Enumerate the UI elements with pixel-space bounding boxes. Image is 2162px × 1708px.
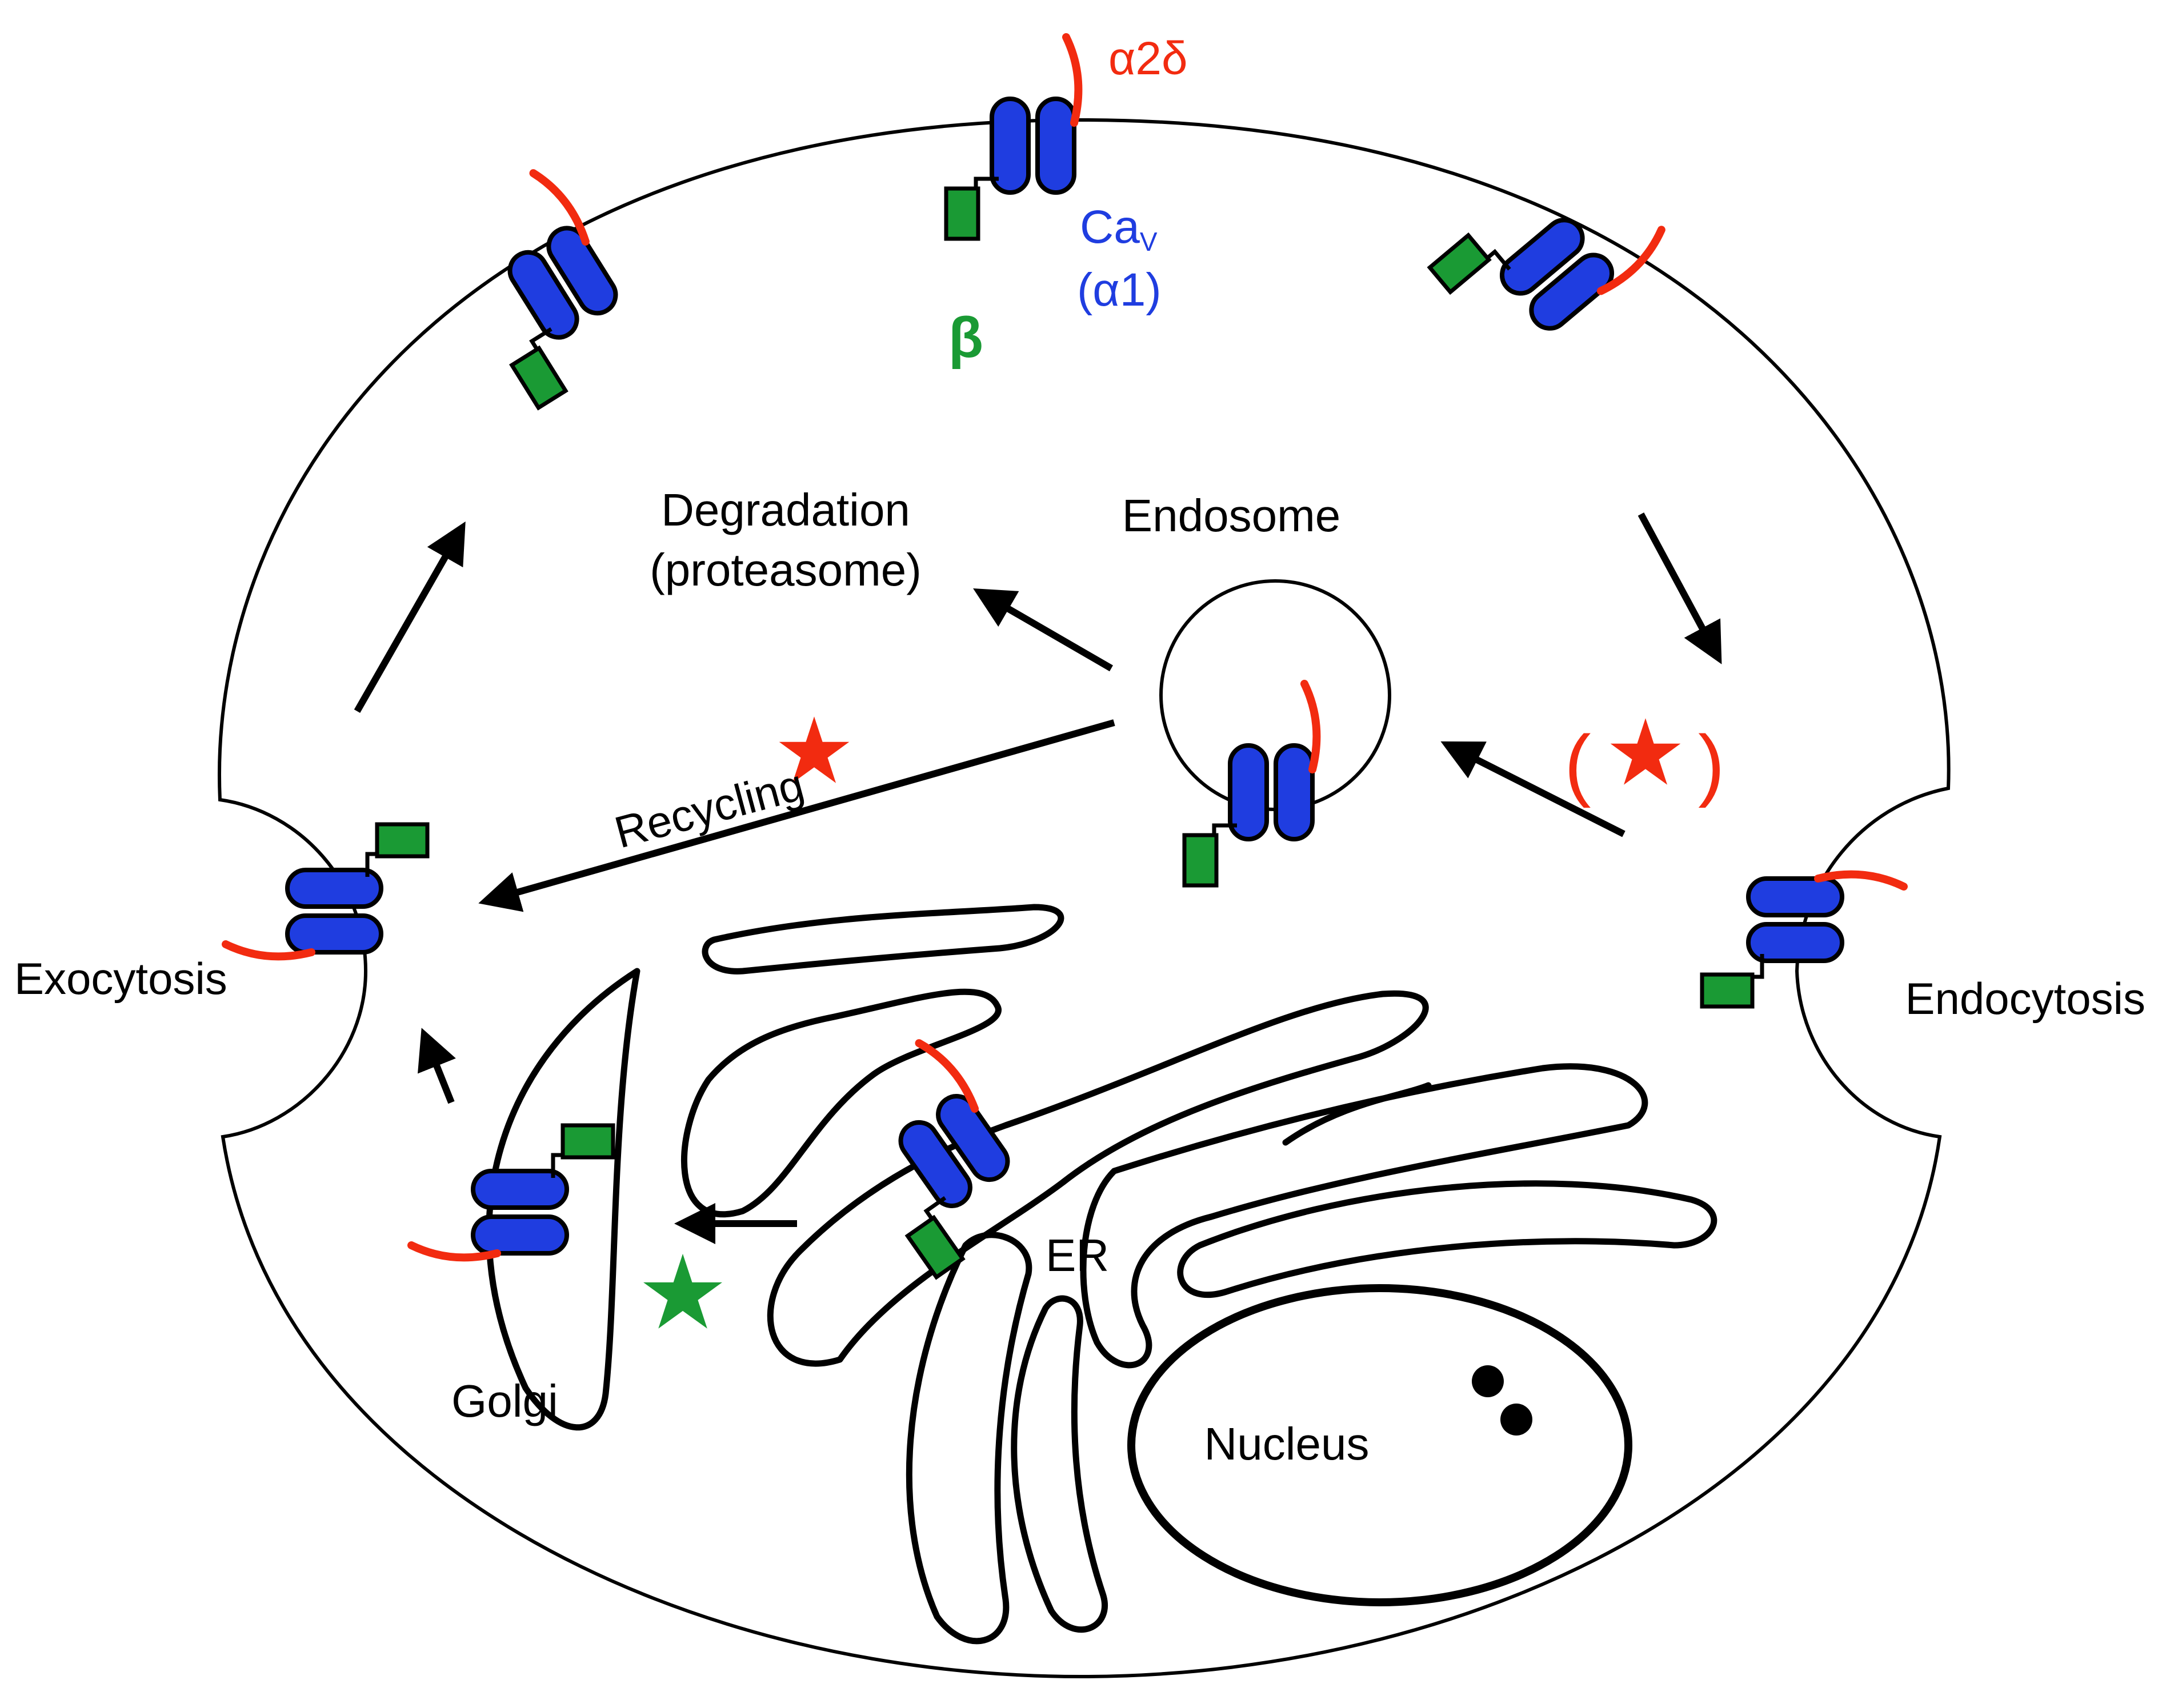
alpha1-label: (α1) (1077, 264, 1162, 316)
channel-complex-top-left (431, 167, 650, 408)
golgi-apparatus (486, 904, 1064, 1431)
star-icon: ★ (1604, 701, 1686, 804)
endosome-label: Endosome (1122, 490, 1340, 541)
star-icon: ★ (773, 700, 855, 802)
arrow-golgi-to-exocytosis (418, 1028, 456, 1104)
degradation-label: Degradation (661, 484, 910, 535)
channel-complex-top (946, 37, 1078, 239)
plasma-membrane (218, 118, 1951, 1679)
arrow-endosome-recycling (478, 719, 1115, 912)
arrow-membrane-to-endocytosis (1637, 512, 1722, 664)
proteasome-label: (proteasome) (650, 544, 922, 595)
channel-complex-golgi (411, 1125, 613, 1257)
channel-complex-exocytosis (226, 824, 427, 956)
arrow-endosome-to-degradation (973, 588, 1114, 672)
arrow-exocytosis-to-membrane (354, 521, 466, 713)
trafficking-arrows (354, 512, 1722, 1244)
arrow-endocytosis-to-endosome (1440, 741, 1625, 837)
beta-label: β (948, 306, 983, 370)
endoplasmic-reticulum (767, 990, 1717, 1645)
channel-complex-endocytosis (1702, 875, 1904, 1007)
endocytosis-label: Endocytosis (1905, 973, 2145, 1024)
er-label: ER (1046, 1230, 1109, 1281)
labels: α2δ CaV (α1) β Degradation (proteasome) … (14, 33, 2145, 1469)
cav-label: CaV (1080, 201, 1158, 256)
nucleolus (1472, 1365, 1504, 1397)
nucleolus (1500, 1404, 1532, 1436)
nucleus (1127, 1284, 1632, 1606)
star-icon: ★ (636, 1236, 728, 1350)
exocytosis-label: Exocytosis (14, 953, 227, 1004)
recycling-label: Recycling (610, 759, 809, 858)
golgi-label: Golgi (451, 1376, 558, 1426)
paren-close: ) (1698, 719, 1725, 808)
paren-open: ( (1564, 719, 1591, 808)
alpha2delta-label: α2δ (1108, 33, 1188, 85)
nucleus-label: Nucleus (1204, 1418, 1369, 1469)
